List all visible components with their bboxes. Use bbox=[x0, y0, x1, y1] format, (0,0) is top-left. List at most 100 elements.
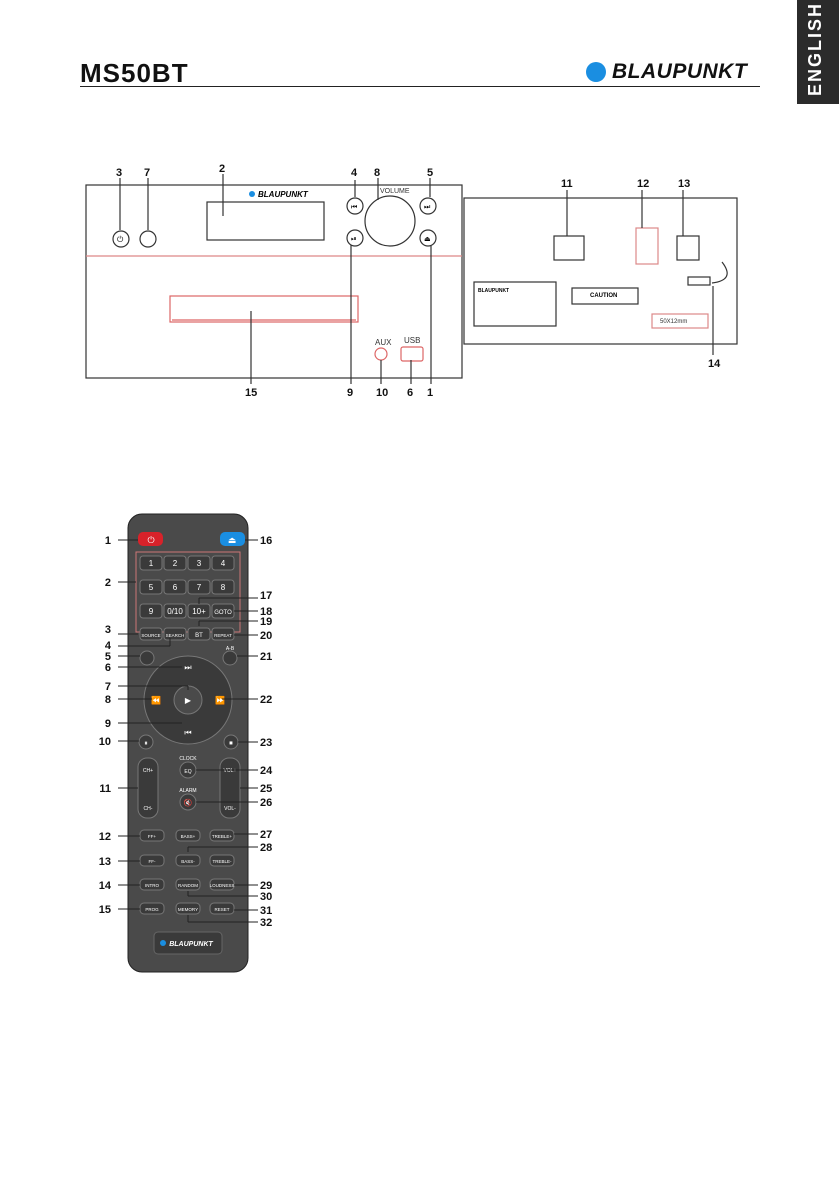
remote-random-button: RANDOM bbox=[178, 883, 198, 888]
callout-label: 32 bbox=[260, 917, 272, 929]
callout-label: 20 bbox=[260, 630, 272, 642]
speaker-terminals bbox=[553, 235, 585, 261]
remote-bass-plus-button: BASS+ bbox=[181, 834, 196, 839]
callout-label: 15 bbox=[245, 387, 257, 399]
remote-vol-minus-label: VOL- bbox=[224, 806, 236, 812]
antenna-socket bbox=[635, 227, 659, 265]
callout-label: 23 bbox=[260, 737, 272, 749]
brand-dot-icon bbox=[586, 62, 606, 82]
callout-label: 5 bbox=[105, 651, 111, 663]
callout-label: 28 bbox=[260, 842, 272, 854]
remote-clock-label: CLOCK bbox=[179, 756, 197, 762]
callout-label: 6 bbox=[105, 662, 111, 674]
callout-label: 5 bbox=[427, 167, 433, 179]
cd-slot bbox=[169, 295, 359, 323]
remote-number-button: 9 bbox=[149, 607, 154, 616]
size-box bbox=[651, 313, 709, 329]
usb-label: USB bbox=[404, 336, 420, 345]
callout-label: 24 bbox=[260, 765, 273, 777]
rating-label bbox=[473, 281, 557, 327]
callout-label: 6 bbox=[407, 387, 413, 399]
source-button bbox=[139, 230, 157, 248]
remote-reset-button: RESET bbox=[214, 907, 229, 912]
brand-logo: BLAUPUNKT bbox=[586, 60, 747, 84]
standby-button bbox=[112, 230, 130, 248]
callout-label: 9 bbox=[347, 387, 353, 399]
play-pause-button bbox=[346, 229, 364, 247]
aux-jack bbox=[374, 347, 388, 361]
remote-loudness-button: LOUDNESS bbox=[210, 883, 235, 888]
remote-bass-minus-button: BASS- bbox=[181, 859, 195, 864]
remote-ten-plus-button: 10+ bbox=[192, 607, 206, 616]
remote-number-button: 1 bbox=[149, 559, 154, 568]
callout-label: 8 bbox=[374, 167, 380, 179]
callout-label: 3 bbox=[105, 624, 111, 636]
dc-input bbox=[687, 276, 711, 286]
remote-ab-button bbox=[222, 650, 238, 666]
power-icon: ⏻ bbox=[117, 235, 124, 244]
remote-power-button bbox=[138, 532, 163, 546]
callout-label: 16 bbox=[260, 535, 272, 547]
remote-ff-minus-button: FF- bbox=[149, 859, 156, 864]
next-icon: ⏭ bbox=[424, 204, 431, 211]
play-pause-icon: ⏯ bbox=[351, 236, 357, 243]
caution-title: CAUTION bbox=[590, 293, 617, 299]
callout-label: 11 bbox=[99, 783, 111, 795]
front-panel-outline bbox=[85, 184, 463, 379]
header-divider bbox=[80, 86, 760, 87]
remote-logo-plate bbox=[153, 931, 223, 955]
callout-label: 18 bbox=[260, 606, 272, 618]
language-tab: ENGLISH bbox=[797, 0, 839, 104]
callout-label: 7 bbox=[144, 167, 150, 179]
fm-antenna-socket bbox=[676, 235, 700, 261]
callout-label: 27 bbox=[260, 829, 272, 841]
eject-icon: ⏏ bbox=[228, 535, 237, 545]
remote-repeat-button: REPEAT bbox=[214, 633, 232, 638]
power-icon: ⏻ bbox=[147, 535, 154, 545]
remote-intro-button: INTRO bbox=[145, 883, 159, 888]
remote-ff-plus-button: FF+ bbox=[148, 834, 156, 839]
rating-logo: BLAUPUNKT bbox=[478, 288, 509, 294]
prev-icon: ⏮ bbox=[351, 204, 357, 211]
remote-source-button: SOURCE bbox=[141, 633, 160, 638]
callout-label: 7 bbox=[105, 681, 111, 693]
remote-setup-button bbox=[139, 650, 155, 666]
callout-label: 1 bbox=[427, 387, 433, 399]
remote-number-button: 0/10 bbox=[167, 607, 183, 616]
remote-memory-button: MEMORY bbox=[178, 907, 198, 912]
remote-number-button: 5 bbox=[149, 583, 154, 592]
eject-button bbox=[419, 229, 437, 247]
rear-panel-outline bbox=[463, 197, 738, 345]
remote-number-button: 4 bbox=[221, 559, 226, 568]
page-title: MS50BT bbox=[80, 58, 189, 88]
caution-label bbox=[571, 287, 639, 305]
remote-treble-plus-button: TREBLE+ bbox=[212, 834, 233, 839]
remote-alarm-label: ALARM bbox=[179, 788, 196, 794]
callout-label: 2 bbox=[105, 577, 111, 589]
callout-label: 1 bbox=[105, 535, 111, 547]
callout-label: 4 bbox=[105, 640, 112, 652]
remote-ab-label: A-B bbox=[226, 646, 235, 652]
callout-label: 10 bbox=[376, 387, 388, 399]
panel-logo-dot-icon bbox=[249, 191, 255, 197]
size-label: 50X12mm bbox=[660, 319, 687, 325]
callout-label: 17 bbox=[260, 590, 272, 602]
callout-label: 29 bbox=[260, 880, 272, 892]
pause-icon: ⏸ bbox=[144, 740, 148, 747]
callout-label: 9 bbox=[105, 718, 111, 730]
volume-label: VOLUME bbox=[380, 188, 410, 195]
remote-bt-button: BT bbox=[195, 633, 203, 639]
remote-number-button: 8 bbox=[221, 583, 226, 592]
callout-label: 12 bbox=[99, 831, 111, 843]
remote-logo-dot-icon bbox=[160, 940, 166, 946]
power-cord bbox=[711, 261, 728, 284]
eject-icon: ⏏ bbox=[424, 236, 431, 243]
callout-label: 11 bbox=[561, 178, 573, 190]
usb-port bbox=[400, 346, 424, 362]
remote-number-button: 6 bbox=[173, 583, 178, 592]
callout-label: 25 bbox=[260, 783, 272, 795]
fast-forward-icon: ⏩ bbox=[215, 695, 225, 705]
callout-label: 19 bbox=[260, 616, 272, 628]
remote-goto-button: GOTO bbox=[214, 610, 232, 616]
remote-diagram: ⏻ ⏏ 1 2 3 4 5 6 7 8 9 0/10 10+ GOTO SOUR… bbox=[99, 513, 273, 973]
